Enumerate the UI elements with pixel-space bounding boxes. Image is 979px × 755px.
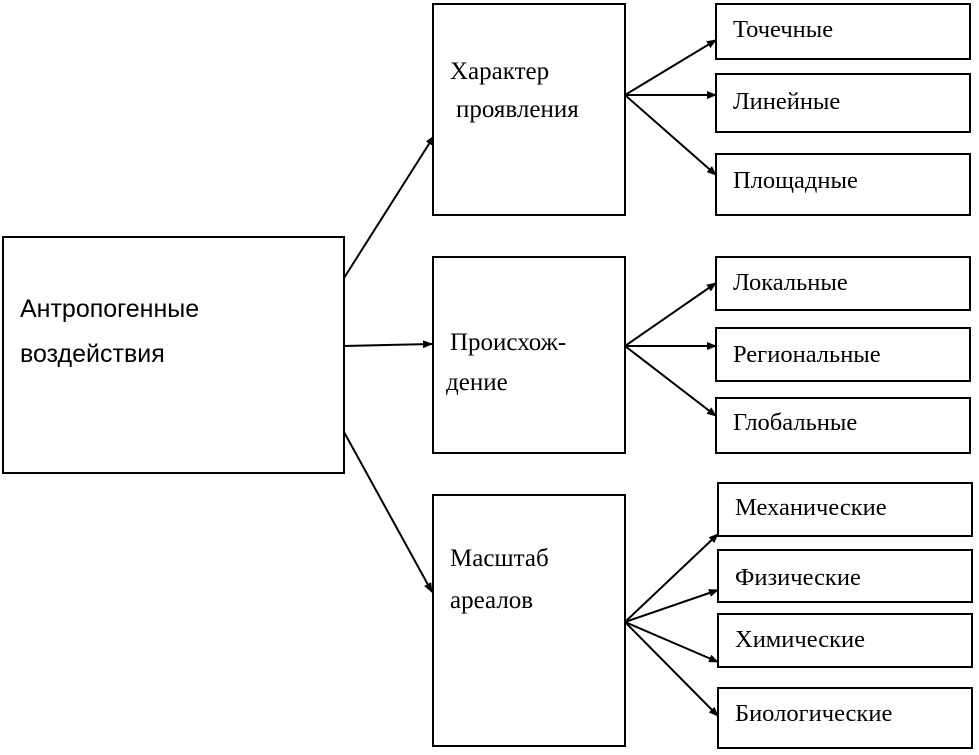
arrow-root-to-character [343, 135, 435, 279]
arrow-origin-to-local [624, 282, 717, 347]
category-box-origin: Происхож- дение [432, 256, 626, 454]
leaf-box-linear: Линейные [715, 73, 971, 133]
leaf-box-chemical: Химические [717, 613, 973, 668]
leaf-label-chemical: Химические [735, 626, 865, 653]
category-scale-line1: Масштаб [450, 545, 549, 572]
leaf-label-local: Локальные [733, 269, 848, 296]
leaf-box-point: Точечные [715, 3, 971, 60]
leaf-box-local: Локальные [715, 256, 971, 311]
leaf-label-global: Глобальные [733, 409, 858, 436]
arrow-origin-to-global [624, 345, 717, 417]
leaf-label-physical: Физические [735, 564, 861, 591]
leaf-label-point: Точечные [733, 16, 834, 43]
leaf-label-linear: Линейные [733, 88, 841, 115]
leaf-box-physical: Физические [717, 549, 973, 603]
arrow-scale-to-chemical [624, 621, 719, 663]
category-origin-line2: дение [446, 369, 508, 396]
category-origin-line1: Происхож- [450, 329, 567, 356]
arrow-character-to-areal [624, 94, 717, 176]
arrow-root-to-scale [343, 431, 433, 593]
arrow-character-to-point [624, 39, 717, 96]
leaf-label-mechanical: Механические [735, 494, 887, 521]
arrow-scale-to-physical [624, 589, 719, 623]
leaf-box-global: Глобальные [715, 397, 971, 454]
category-box-scale: Масштаб ареалов [432, 494, 626, 747]
category-scale-line2: ареалов [450, 587, 534, 614]
leaf-box-regional: Региональные [715, 327, 971, 382]
arrow-scale-to-mechanical [624, 533, 719, 623]
leaf-box-areal: Площадные [715, 153, 971, 216]
root-label-line2: воздействия [20, 340, 165, 368]
root-box: Антропогенные воздействия [2, 236, 345, 474]
root-label-line1: Антропогенные [20, 295, 200, 323]
leaf-label-regional: Региональные [733, 341, 881, 368]
category-character-line1: Характер [450, 58, 550, 85]
arrow-root-to-origin [343, 340, 433, 349]
arrow-scale-to-biological [624, 621, 719, 717]
leaf-box-biological: Биологические [717, 687, 973, 749]
category-character-line2: проявления [456, 96, 579, 123]
leaf-label-biological: Биологические [735, 700, 893, 727]
category-box-character: Характер проявления [432, 3, 626, 216]
leaf-box-mechanical: Механические [717, 482, 973, 537]
leaf-label-areal: Площадные [733, 167, 858, 194]
